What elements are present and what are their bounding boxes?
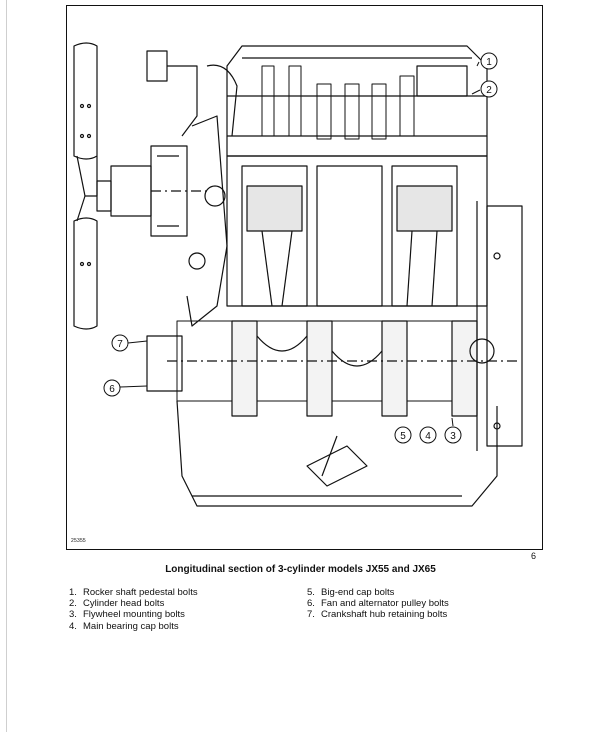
engine-cross-section-drawing: 1 2 3 4 5 6 <box>73 42 523 507</box>
page-edge-rule <box>6 0 7 732</box>
fan-assembly <box>73 42 112 330</box>
callout-7: 7 <box>111 334 148 352</box>
callout-3: 3 <box>444 417 462 444</box>
legend-item: 3.Flywheel mounting bolts <box>69 609 185 621</box>
svg-text:1: 1 <box>486 57 492 68</box>
water-pump <box>110 50 207 237</box>
legend-item: 4.Main bearing cap bolts <box>69 620 179 632</box>
cylinder-block <box>226 155 488 307</box>
svg-text:6: 6 <box>109 384 115 395</box>
page-number: 6 <box>531 551 537 561</box>
flywheel-housing <box>476 201 523 451</box>
callout-6: 6 <box>103 379 148 397</box>
legend-item: 1.Rocker shaft pedestal bolts <box>69 587 198 598</box>
figure-caption: Longitudinal section of 3-cylinder model… <box>165 564 436 575</box>
legend-column-left: 1.Rocker shaft pedestal bolts 2.Cylinder… <box>69 587 198 632</box>
svg-text:4: 4 <box>425 431 431 442</box>
legend-item: 6.Fan and alternator pulley bolts <box>307 598 449 610</box>
oil-sump <box>176 400 498 507</box>
callout-5: 5 <box>394 426 412 444</box>
svg-text:7: 7 <box>117 339 123 350</box>
svg-text:3: 3 <box>450 431 456 442</box>
cylinder-head <box>226 45 488 157</box>
legend-item: 7.Crankshaft hub retaining bolts <box>307 609 448 621</box>
callout-4: 4 <box>419 426 437 444</box>
legend-item: 5.Big-end cap bolts <box>307 587 395 598</box>
crankshaft <box>146 320 517 417</box>
engine-section-figure: 1 2 3 4 5 6 <box>66 5 543 550</box>
callout-1: 1 <box>476 52 498 70</box>
svg-text:5: 5 <box>400 431 406 442</box>
legend-column-right: 5.Big-end cap bolts 6.Fan and alternator… <box>307 587 449 621</box>
timing-cover <box>186 64 238 327</box>
svg-text:2: 2 <box>486 85 492 96</box>
legend-item: 2.Cylinder head bolts <box>69 598 165 610</box>
figure-reference-number: 25355 <box>71 538 86 544</box>
callout-2: 2 <box>471 80 498 98</box>
